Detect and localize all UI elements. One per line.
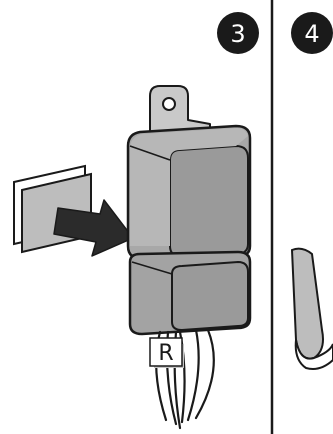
bracket-hole <box>162 97 176 111</box>
mounting-bracket <box>149 85 211 139</box>
step-3-circle <box>217 12 259 54</box>
peel-backing-strip <box>290 247 333 370</box>
step-3-number: 3 <box>230 20 245 48</box>
insert-arrow <box>53 199 134 257</box>
relay-module <box>126 124 252 336</box>
reference-label-box: R <box>149 337 184 368</box>
reference-label-text: R <box>158 341 173 366</box>
step-3-badge: 3 <box>217 12 259 54</box>
reference-label-frame <box>149 337 183 367</box>
step-4-circle <box>291 12 333 54</box>
step-4-number: 4 <box>304 20 319 48</box>
step-4-badge: 4 <box>291 12 333 54</box>
